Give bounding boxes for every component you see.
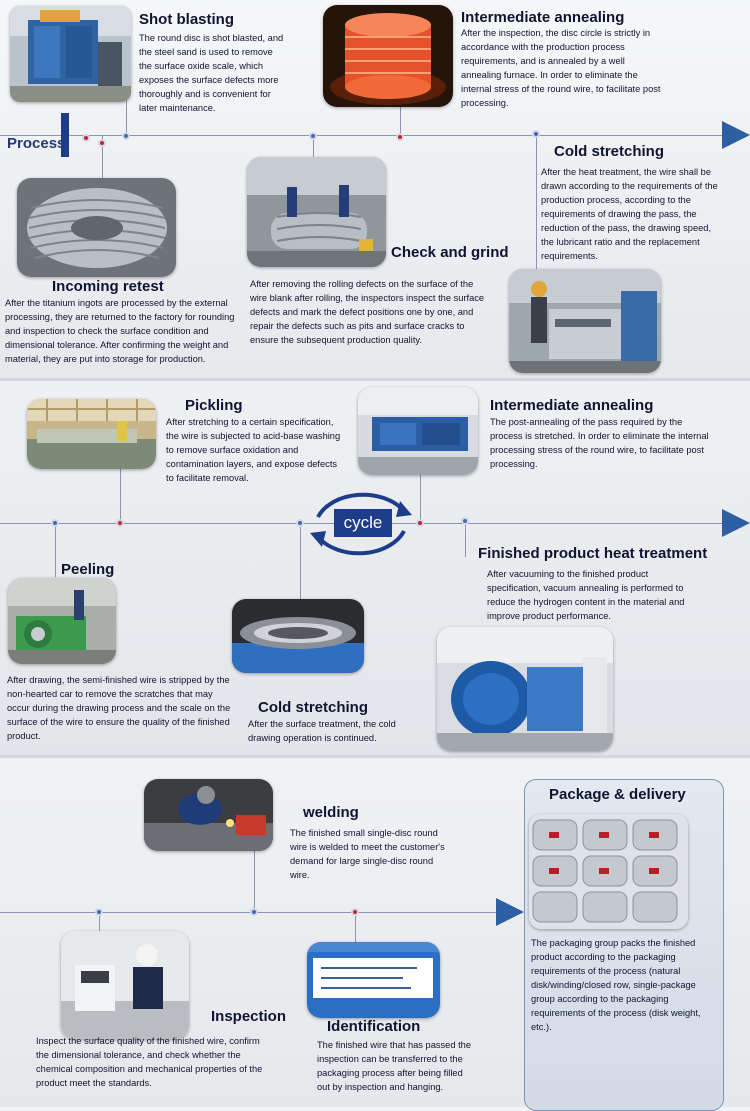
timeline-dot	[250, 908, 258, 916]
check-grind-image	[247, 157, 386, 267]
cold-stretching-title: Cold stretching	[554, 143, 665, 160]
cold-stretching-image	[509, 269, 661, 373]
incoming-retest-image	[17, 178, 176, 277]
peeling-text: After drawing, the semi-finished wire is…	[7, 675, 231, 741]
timeline-arrow	[722, 121, 750, 149]
pickling-image	[27, 399, 156, 469]
shot-blasting-title: Shot blasting	[139, 11, 234, 28]
peeling-title: Peeling	[61, 561, 115, 578]
timeline-dot	[351, 908, 359, 916]
connector	[254, 851, 255, 912]
finished-heat-text: After vacuuming to the finished product …	[487, 569, 685, 621]
pickling-title: Pickling	[185, 397, 243, 414]
welding-text: The finished small single-disc round wir…	[290, 828, 445, 880]
peeling-image	[8, 578, 116, 664]
intermediate-annealing-title: Intermediate annealing	[461, 9, 625, 26]
shot-blasting-image	[10, 6, 131, 102]
section-divider	[0, 378, 750, 381]
timeline-dot	[461, 517, 469, 525]
shot-blasting-text: The round disc is shot blasted, and the …	[139, 33, 284, 113]
annealing-room-image	[358, 387, 478, 475]
pickling-text: After stretching to a certain specificat…	[166, 417, 341, 483]
connector	[99, 912, 100, 932]
cold-stretching2-text: After the surface treatment, the cold dr…	[248, 719, 396, 743]
check-grind-title: Check and grind	[391, 244, 509, 261]
connector	[355, 912, 356, 942]
timeline-dot	[98, 139, 106, 147]
cold-stretching2-image	[232, 599, 364, 673]
inspection-title: Inspection	[211, 1008, 287, 1025]
timeline-dot	[296, 519, 304, 527]
timeline-arrow	[496, 898, 524, 926]
timeline-dot	[309, 132, 317, 140]
cycle-arrows	[310, 492, 412, 556]
timeline-dot	[416, 519, 424, 527]
section-divider	[0, 755, 750, 758]
inspection-image	[61, 931, 189, 1039]
timeline-dot	[82, 134, 90, 142]
process-bar	[61, 113, 69, 157]
timeline-dot	[95, 908, 103, 916]
cold-stretching2-title: Cold stretching	[258, 699, 369, 716]
timeline-dot	[396, 133, 404, 141]
connector	[400, 90, 401, 136]
cold-stretching-text: After the heat treatment, the wire shall…	[541, 167, 718, 261]
incoming-retest-text: After the titanium ingots are processed …	[5, 298, 235, 364]
timeline-dot	[532, 130, 540, 138]
inspection-text: Inspect the surface quality of the finis…	[36, 1036, 263, 1088]
connector	[120, 469, 121, 523]
intermediate-annealing2-text: The post-annealing of the pass required …	[490, 417, 709, 469]
incoming-retest-title: Incoming retest	[52, 278, 164, 295]
connector	[300, 523, 301, 599]
connector	[313, 135, 314, 157]
section-1-panel: Process Shot blasting The round disc is …	[0, 0, 750, 378]
section-2-panel: cycle Pickling After stretching to a cer…	[0, 381, 750, 755]
process-label: Process	[7, 135, 66, 152]
timeline-dot	[122, 132, 130, 140]
package-text: The packaging group packs the finished p…	[531, 938, 701, 1032]
package-title: Package & delivery	[549, 786, 686, 803]
section-3-panel: welding The finished small single-disc r…	[0, 759, 750, 1111]
connector	[536, 135, 537, 270]
timeline-line	[0, 135, 726, 136]
connector	[465, 523, 466, 557]
timeline-dot	[116, 519, 124, 527]
package-image	[529, 814, 688, 929]
connector	[55, 523, 56, 577]
welding-title: welding	[303, 804, 359, 821]
identification-text: The finished wire that has passed the in…	[317, 1040, 472, 1092]
identification-title: Identification	[327, 1018, 421, 1035]
intermediate-annealing-text: After the inspection, the disc circle is…	[461, 28, 661, 108]
finished-heat-title: Finished product heat treatment	[478, 545, 708, 562]
connector	[102, 135, 103, 178]
connector	[420, 469, 421, 523]
identification-image	[307, 942, 440, 1018]
check-grind-text: After removing the rolling defects on th…	[250, 279, 485, 345]
timeline-arrow	[722, 509, 750, 537]
cycle-label: cycle	[334, 509, 392, 537]
intermediate-annealing2-title: Intermediate annealing	[490, 397, 654, 414]
timeline-line	[0, 912, 498, 913]
timeline-dot	[51, 519, 59, 527]
welding-image	[144, 779, 273, 851]
intermediate-annealing-image	[323, 5, 453, 107]
vacuum-furnace-image	[437, 627, 613, 751]
